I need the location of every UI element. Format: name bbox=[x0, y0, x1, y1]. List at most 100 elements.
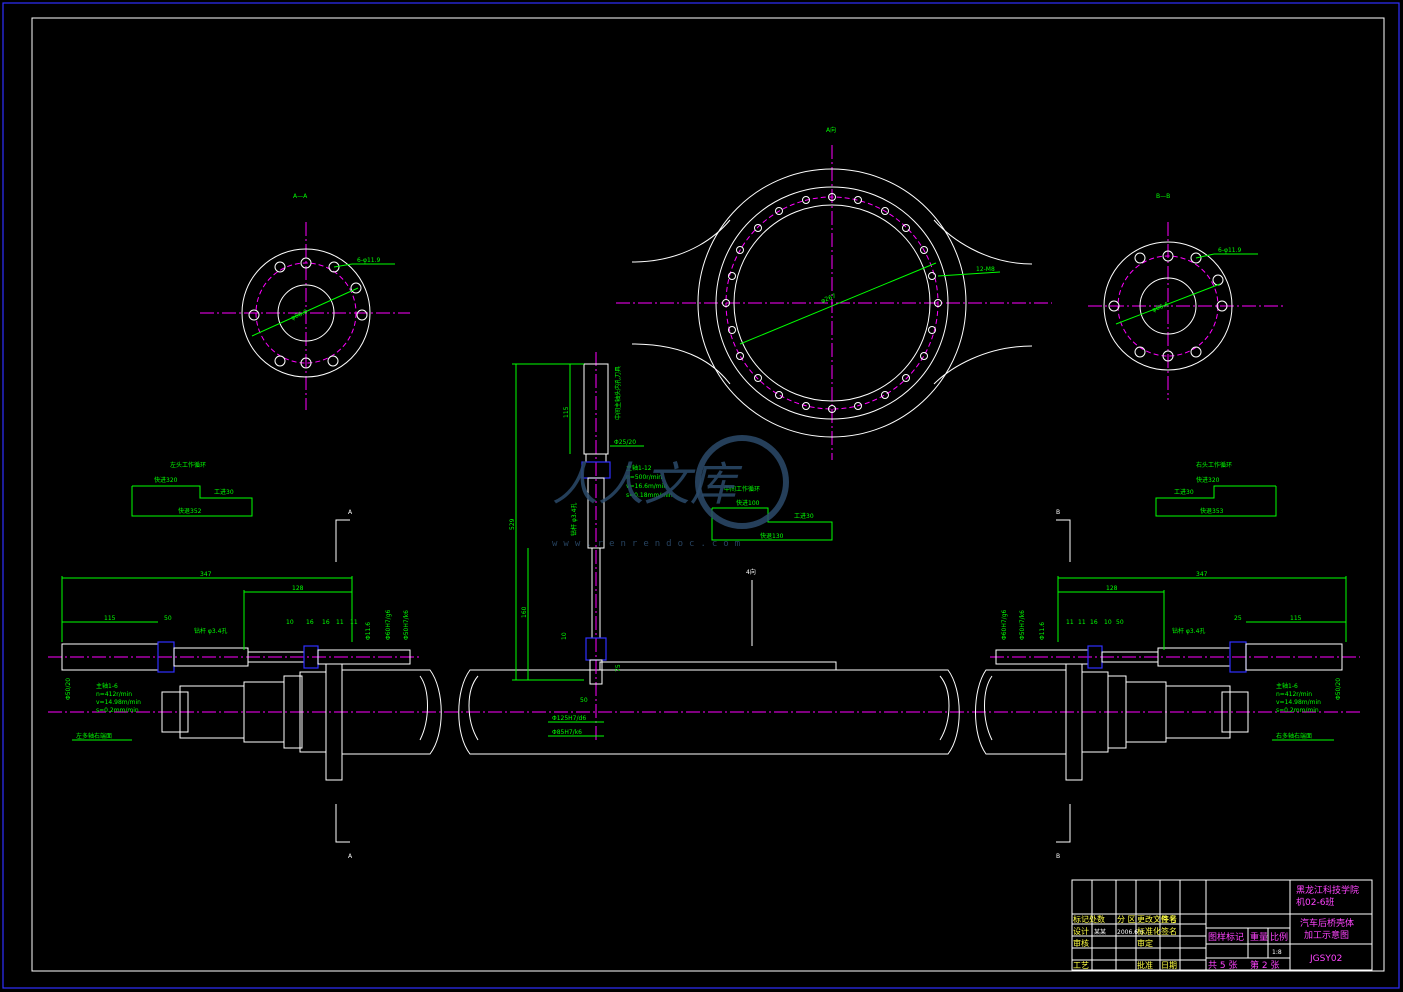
left-head: 347 128 115 50 10 16 16 11 11 钻杆 φ3.4孔 主… bbox=[48, 509, 420, 860]
left-total: 347 bbox=[200, 571, 212, 578]
left-d5: 16 bbox=[306, 619, 314, 626]
tb-sheet-no: 第 2 张 bbox=[1250, 959, 1279, 971]
center-side: 4向 bbox=[746, 568, 756, 576]
watermark: 人人文库 www.renrendoc.com bbox=[552, 435, 789, 549]
left-d7: 11 bbox=[336, 619, 344, 626]
tb-row-9: 审定 bbox=[1137, 938, 1153, 948]
left-d8: 11 bbox=[350, 619, 358, 626]
tb-class: 机02-6班 bbox=[1296, 896, 1334, 908]
center-dim-50: 50 bbox=[580, 697, 588, 704]
right-cycle-work-feed: 工进30 bbox=[1174, 488, 1194, 496]
left-d3: 128 bbox=[292, 585, 304, 592]
right-d3: 128 bbox=[1106, 585, 1118, 592]
left-s: s=0.2mm/min bbox=[96, 707, 139, 714]
mid-cycle-fast-return: 快退130 bbox=[760, 532, 784, 540]
axle-body bbox=[48, 661, 1362, 781]
section-b-title: B—B bbox=[1156, 193, 1170, 200]
section-b-hole-label: 6-φ11.9 bbox=[1218, 247, 1241, 254]
right-f3: Φ11.6 bbox=[1039, 622, 1046, 640]
tb-row-1: 分 区 bbox=[1117, 915, 1136, 924]
tb-mark-label: 图样标记 bbox=[1208, 931, 1244, 943]
center-view: A向 φ267 12-M8 bbox=[616, 126, 1052, 460]
tb-row-3: 签名 bbox=[1161, 914, 1177, 924]
center-dim-10: 10 bbox=[561, 632, 568, 640]
center-v: v=16.6m/min bbox=[626, 483, 667, 490]
tb-row-2: 更改文件号 bbox=[1137, 914, 1177, 924]
right-fit2: Φ50H7/k6 bbox=[1019, 610, 1026, 640]
left-fit2: Φ50H7/k6 bbox=[403, 610, 410, 640]
center-dim-160: 160 bbox=[521, 606, 528, 618]
left-f3: Φ11.6 bbox=[365, 622, 372, 640]
left-sec-bottom: A bbox=[348, 853, 353, 860]
title-block: 黑龙江科技学院 机02-6班 汽车后桥壳体 加工示意图 JGSY02 图样标记 … bbox=[1071, 879, 1373, 971]
left-dia: Φ50/20 bbox=[65, 678, 72, 700]
left-label: 左多轴右端面 bbox=[76, 732, 112, 740]
right-d6: 11 bbox=[1078, 619, 1086, 626]
center-view-dia: φ267 bbox=[820, 293, 837, 305]
center-fit2: Φ85H7/k6 bbox=[552, 729, 582, 736]
tb-row-7: 审核 bbox=[1073, 938, 1089, 948]
right-d7: 16 bbox=[1090, 619, 1098, 626]
right-drill: 钻杆 φ3.4孔 bbox=[1172, 627, 1205, 635]
mid-cycle-work-feed: 工进30 bbox=[794, 512, 814, 520]
tb-drawing-name-1: 汽车后桥壳体 bbox=[1300, 917, 1354, 929]
section-a-hole-label: 6-φ11.9 bbox=[357, 257, 380, 264]
watermark-brand: 人人文库 bbox=[552, 457, 743, 511]
tb-row-10: 批准 bbox=[1137, 960, 1153, 970]
right-cycle-title: 右头工作循环 bbox=[1196, 461, 1232, 469]
right-label: 右多轴右端面 bbox=[1276, 732, 1312, 740]
watermark-url: www.renrendoc.com bbox=[552, 539, 746, 549]
tb-school: 黑龙江科技学院 bbox=[1296, 884, 1359, 896]
left-cycle: 左头工作循环 快进320 工进30 快退352 bbox=[131, 461, 253, 517]
left-d1: 115 bbox=[104, 615, 116, 622]
center-drill: 钻杆 φ3.4孔 bbox=[570, 503, 578, 536]
center-dim-25-20: Φ25/20 bbox=[614, 439, 636, 446]
center-spindle-spec: 主轴1-12 bbox=[626, 464, 652, 472]
left-d2: 50 bbox=[164, 615, 172, 622]
right-s: s=0.2mm/min bbox=[1276, 707, 1319, 714]
tb-weight-label: 重量 bbox=[1250, 931, 1268, 943]
right-sec-bottom: B bbox=[1056, 853, 1060, 860]
left-n: n=412r/min bbox=[96, 691, 132, 698]
left-d6: 16 bbox=[322, 619, 330, 626]
tb-date: 2006.6.6 bbox=[1117, 929, 1144, 936]
tb-sheets: 共 5 张 bbox=[1208, 960, 1237, 971]
center-tool-label: 中间主轴头内孔刀具 bbox=[614, 366, 622, 420]
tb-row-11: 日期 bbox=[1161, 961, 1177, 970]
center-s: s=0.18mm/min bbox=[626, 492, 673, 499]
tb-designer: 某某 bbox=[1094, 929, 1106, 936]
right-fit: Φ60H7/g6 bbox=[1001, 609, 1008, 640]
section-b-pcd: φ86.6 bbox=[1151, 301, 1170, 314]
right-d2: 25 bbox=[1234, 615, 1242, 622]
tb-scale-label: 比例 bbox=[1270, 931, 1288, 943]
left-v: v=14.98m/min bbox=[96, 699, 141, 706]
right-d4: 10 bbox=[1104, 619, 1112, 626]
right-d8: 50 bbox=[1116, 619, 1124, 626]
right-v: v=14.98m/min bbox=[1276, 699, 1321, 706]
left-cycle-fast-forward: 快进320 bbox=[154, 476, 178, 484]
section-a-title: A—A bbox=[293, 193, 308, 200]
center-dim-529: 529 bbox=[509, 518, 516, 530]
left-cycle-fast-return: 快退352 bbox=[178, 507, 202, 515]
tb-row-8: 工艺 bbox=[1073, 961, 1089, 970]
center-spindle: 中间主轴头内孔刀具 529 115 160 10 50 75 Φ25/20 Φ1… bbox=[509, 352, 756, 740]
left-spindle: 主轴1-6 bbox=[96, 682, 118, 690]
tb-code: JGSY02 bbox=[1309, 954, 1342, 964]
right-sec-top: B bbox=[1056, 509, 1060, 516]
left-cycle-title: 左头工作循环 bbox=[170, 461, 206, 469]
center-dim-115: 115 bbox=[563, 406, 570, 418]
left-sec-top: A bbox=[348, 509, 353, 516]
section-b-view: B—B 6-φ11.9 φ86.6 bbox=[1088, 193, 1286, 400]
center-n: n=500r/min bbox=[626, 474, 662, 481]
center-fit1: Φ125H7/d6 bbox=[552, 715, 586, 722]
right-dia: Φ50/20 bbox=[1335, 678, 1342, 700]
tb-row-5: 标准化 bbox=[1137, 926, 1161, 936]
tb-drawing-name-2: 加工示意图 bbox=[1304, 929, 1349, 941]
mid-cycle-fast-forward: 快进100 bbox=[736, 499, 760, 507]
left-cycle-work-feed: 工进30 bbox=[214, 488, 234, 496]
right-n: n=412r/min bbox=[1276, 691, 1312, 698]
tb-row-4: 设计 bbox=[1073, 926, 1089, 936]
section-a-view: A—A 6-φ11.9 φ86.6 bbox=[200, 193, 410, 410]
center-dim-75: 75 bbox=[615, 664, 622, 672]
